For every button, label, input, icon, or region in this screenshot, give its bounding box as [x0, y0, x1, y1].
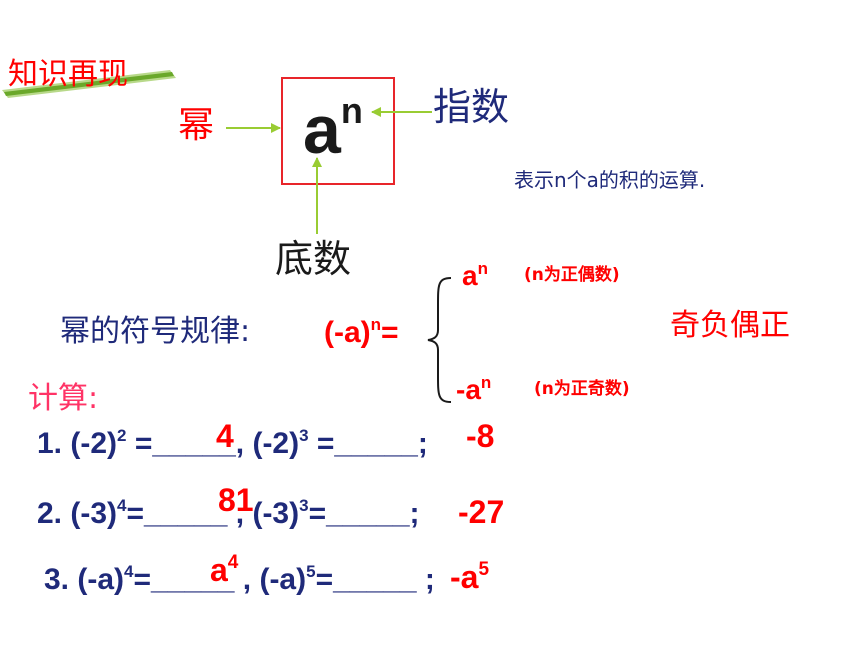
section-title: 知识再现: [8, 57, 128, 92]
definition-text: 表示n个a的积的运算.: [514, 168, 706, 192]
answer-2a: 81: [218, 482, 254, 518]
answer-2b: -27: [458, 494, 505, 530]
power-expression: an: [303, 90, 363, 165]
case-odd-condition: (n为正奇数): [534, 379, 630, 399]
answer-3a: a4: [210, 552, 239, 588]
power-exponent: n: [340, 90, 363, 131]
calc-row-1: 1. (-2)2 =_____, (-2)3 =_____;: [37, 426, 428, 460]
sign-rule-label: 幂的符号规律:: [60, 314, 251, 349]
case-odd-expression: -an: [456, 373, 492, 405]
label-power: 幂: [178, 105, 215, 146]
sign-rule-expression: (-a)n=: [324, 315, 399, 349]
answer-1b: -8: [466, 418, 495, 454]
answer-3b: -a5: [450, 559, 490, 595]
case-even-condition: (n为正偶数): [524, 265, 620, 285]
title-banner: [2, 70, 176, 98]
label-exponent: 指数: [433, 85, 510, 129]
sign-rule-summary: 奇负偶正: [670, 308, 790, 343]
case-even-expression: an: [462, 259, 488, 291]
calc-row-2: 2. (-3)4=_____ , (-3)3=_____;: [37, 496, 420, 530]
power-box: [281, 77, 395, 185]
calc-row-3: 3. (-a)4=_____ , (-a)5=_____ ;: [44, 562, 435, 596]
calc-heading: 计算:: [28, 381, 99, 416]
label-base: 底数: [275, 237, 352, 281]
power-base: a: [303, 92, 341, 168]
answer-1a: 4: [216, 418, 234, 454]
brace-icon: [427, 277, 452, 403]
